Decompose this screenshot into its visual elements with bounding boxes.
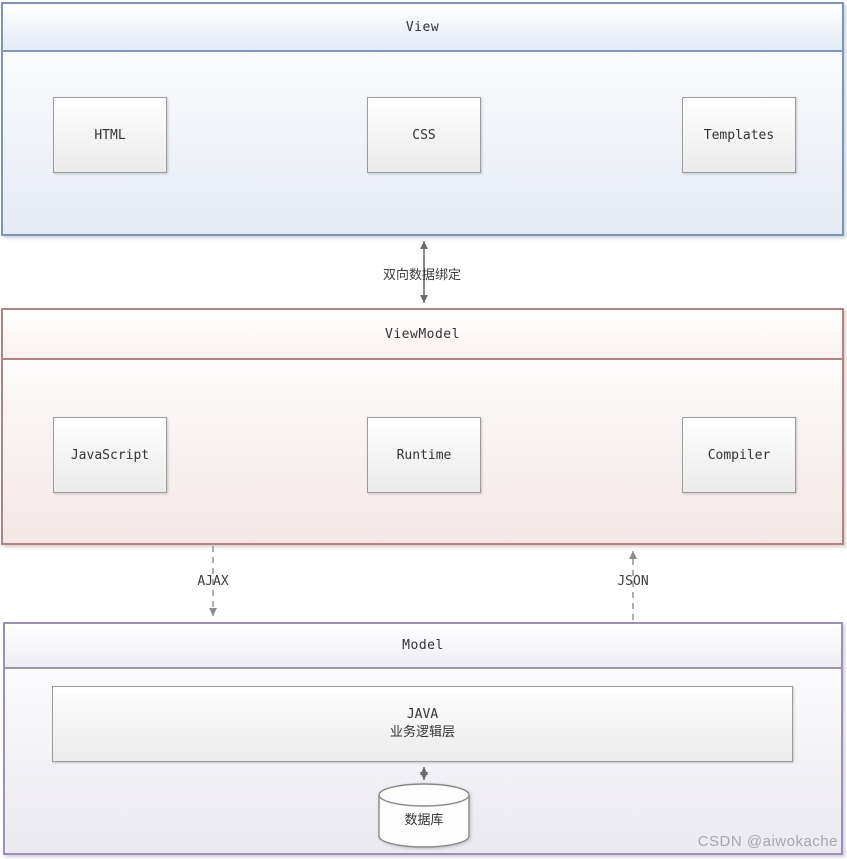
- node-runtime-label: Runtime: [396, 447, 452, 463]
- node-templates: Templates: [682, 97, 796, 173]
- node-css-label: CSS: [412, 127, 436, 143]
- viewmodel-section-title: ViewModel: [3, 310, 842, 360]
- node-templates-label: Templates: [703, 127, 775, 143]
- watermark: CSDN @aiwokache: [697, 833, 838, 850]
- java-label-line1: JAVA: [406, 707, 439, 722]
- binding-connector-label: 双向数据绑定: [382, 268, 462, 283]
- node-html: HTML: [53, 97, 167, 173]
- node-runtime: Runtime: [367, 417, 481, 493]
- node-java-logic-layer: JAVA 业务逻辑层: [52, 686, 793, 762]
- json-connector-label: JSON: [617, 574, 649, 589]
- java-label-line2: 业务逻辑层: [389, 725, 455, 740]
- node-html-label: HTML: [94, 127, 126, 143]
- node-compiler-label: Compiler: [707, 447, 771, 463]
- node-css: CSS: [367, 97, 481, 173]
- node-javascript: JavaScript: [53, 417, 167, 493]
- database-label: 数据库: [404, 813, 444, 828]
- node-javascript-label: JavaScript: [70, 447, 150, 463]
- node-compiler: Compiler: [682, 417, 796, 493]
- model-section-title: Model: [5, 624, 841, 669]
- ajax-connector-label: AJAX: [197, 574, 229, 589]
- view-section-title: View: [3, 4, 842, 52]
- database-icon: 数据库: [378, 783, 470, 849]
